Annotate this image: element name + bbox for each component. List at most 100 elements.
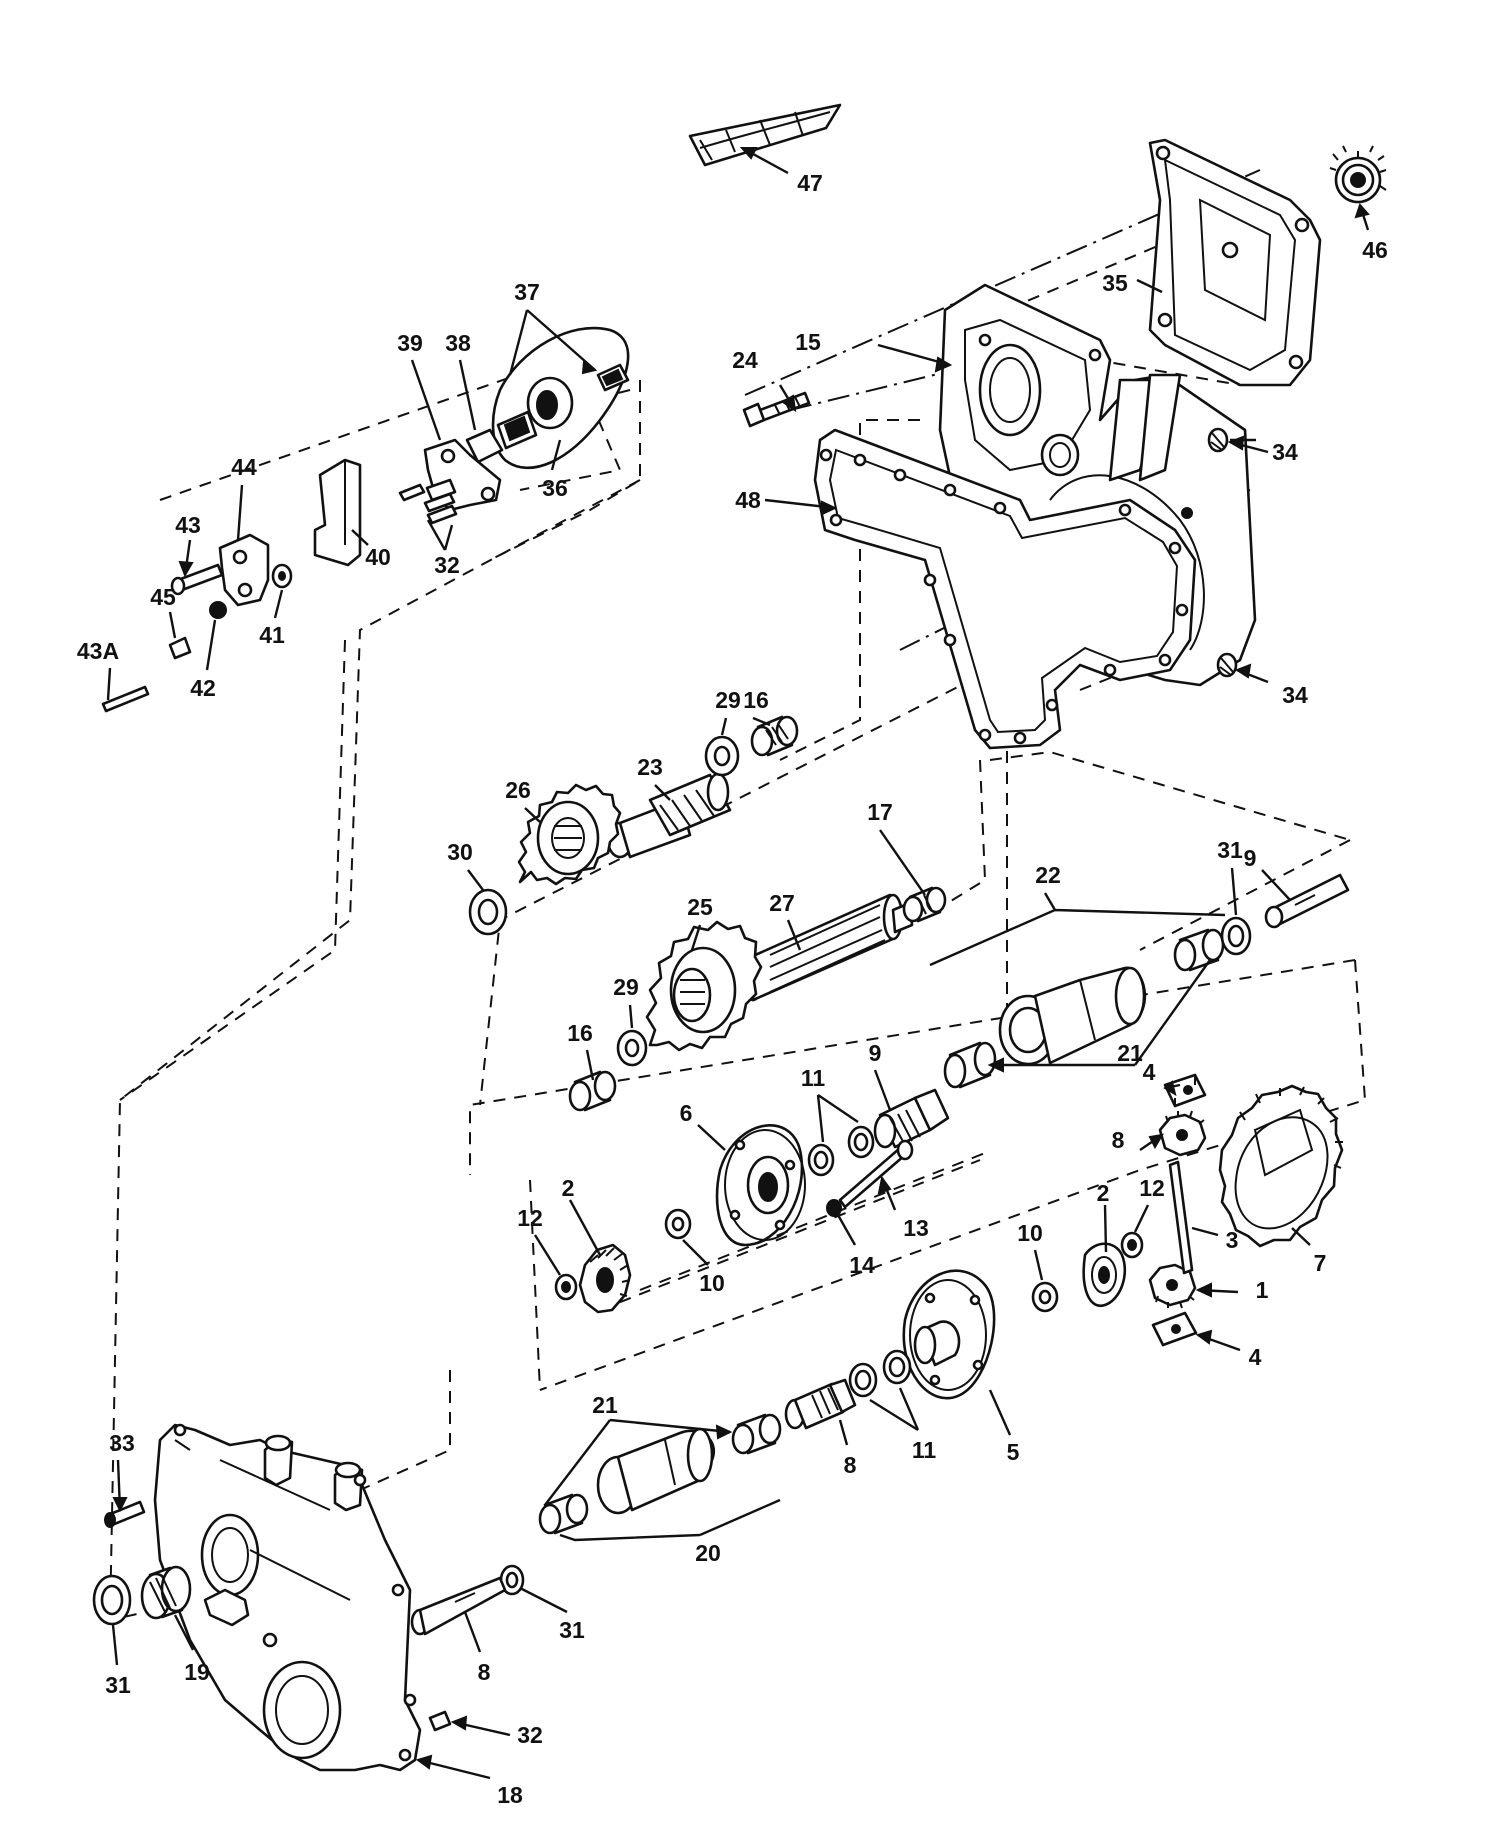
callout-11-lower: 11 bbox=[912, 1437, 937, 1463]
callout-10-right: 10 bbox=[1017, 1220, 1043, 1246]
callout-42: 42 bbox=[190, 675, 216, 701]
callout-38: 38 bbox=[445, 330, 471, 356]
part-14-nut bbox=[826, 1199, 842, 1217]
callout-5: 5 bbox=[1007, 1439, 1020, 1465]
callout-43A: 43A bbox=[77, 638, 119, 664]
callout-4-lower: 4 bbox=[1249, 1344, 1262, 1370]
part-24-bolt bbox=[742, 391, 811, 428]
part-30-washer bbox=[468, 888, 508, 936]
part-11-washer-upper-a bbox=[807, 1143, 835, 1177]
callout-27: 27 bbox=[769, 890, 795, 916]
part-35-housing-cover bbox=[1148, 138, 1322, 387]
callout-9-right: 9 bbox=[1244, 845, 1257, 871]
part-46-small-gear bbox=[1329, 145, 1387, 204]
callout-31-upper-right: 31 bbox=[1217, 837, 1243, 863]
callout-17: 17 bbox=[867, 799, 893, 825]
part-17-bearing bbox=[902, 886, 947, 923]
callout-8-lower: 8 bbox=[844, 1452, 857, 1478]
part-1-pinion-gear-upper bbox=[1158, 1110, 1207, 1157]
part-9-stub-shaft-center bbox=[873, 1088, 950, 1149]
part-1-pinion-gear-lower bbox=[1148, 1263, 1197, 1309]
callout-11-upper: 11 bbox=[801, 1065, 826, 1091]
part-21-bushing-lower-right bbox=[731, 1413, 782, 1455]
leader-lines bbox=[106, 146, 1370, 1780]
part-48-gasket bbox=[813, 428, 1197, 750]
part-11-washer-lower-b bbox=[882, 1349, 912, 1385]
callout-48: 48 bbox=[735, 487, 761, 513]
callout-20: 20 bbox=[695, 1540, 721, 1566]
callout-29-lower: 29 bbox=[613, 974, 639, 1000]
part-11-washer-lower-a bbox=[848, 1362, 878, 1398]
callout-12-left: 12 bbox=[517, 1205, 543, 1231]
part-21-bushing-lower-left bbox=[538, 1493, 589, 1535]
part-45-pin bbox=[168, 636, 192, 660]
part-44-bracket bbox=[218, 533, 270, 607]
part-4-block-lower bbox=[1151, 1311, 1198, 1347]
part-31-washer-upper-right bbox=[1220, 916, 1252, 956]
callout-30: 30 bbox=[447, 839, 473, 865]
callout-26: 26 bbox=[505, 777, 531, 803]
part-3-cross-pin bbox=[1168, 1160, 1194, 1275]
callout-24: 24 bbox=[732, 347, 758, 373]
part-12-washer-left bbox=[554, 1273, 578, 1301]
part-32-dowel-lower bbox=[428, 1710, 452, 1732]
callout-19: 19 bbox=[184, 1659, 210, 1685]
part-10-washer-right bbox=[1031, 1281, 1059, 1313]
callout-41: 41 bbox=[259, 622, 285, 648]
part-47-decal-strip bbox=[688, 103, 842, 167]
part-31-washer-lower-center bbox=[499, 1564, 525, 1596]
callout-36: 36 bbox=[542, 475, 568, 501]
callout-25: 25 bbox=[687, 894, 713, 920]
callout-13: 13 bbox=[903, 1215, 929, 1241]
callout-6: 6 bbox=[680, 1100, 693, 1126]
callout-32-upper: 32 bbox=[434, 552, 460, 578]
callout-14: 14 bbox=[849, 1252, 875, 1278]
part-8-axle-shaft bbox=[410, 1576, 507, 1636]
part-19-needle-bearing bbox=[140, 1565, 192, 1620]
part-26-spur-gear bbox=[517, 783, 622, 886]
part-33-screw bbox=[104, 1500, 146, 1528]
part-36-disc-plate bbox=[491, 326, 630, 470]
part-2-bevel-gear-left bbox=[578, 1243, 632, 1314]
callout-15: 15 bbox=[795, 329, 821, 355]
part-37-pad-left bbox=[496, 410, 538, 450]
callout-18: 18 bbox=[497, 1782, 523, 1808]
part-29-washer-upper bbox=[704, 735, 740, 777]
callout-10-left: 10 bbox=[699, 1270, 725, 1296]
callout-46: 46 bbox=[1362, 237, 1388, 263]
callout-12-right: 12 bbox=[1139, 1175, 1165, 1201]
part-40-plate bbox=[313, 458, 362, 567]
part-32-pins-upper bbox=[398, 483, 458, 525]
part-20-axle-housing bbox=[596, 1427, 715, 1515]
callout-2-right: 2 bbox=[1097, 1180, 1110, 1206]
part-18-main-case bbox=[153, 1423, 422, 1772]
part-13-bolt bbox=[838, 1139, 914, 1209]
part-7-ring-gear bbox=[1218, 1084, 1344, 1248]
callout-22: 22 bbox=[1035, 862, 1061, 888]
callout-34-lower: 34 bbox=[1282, 682, 1308, 708]
part-23-pinion-shaft bbox=[606, 772, 732, 859]
part-12-washer-right bbox=[1120, 1231, 1144, 1259]
part-6-differential-case bbox=[715, 1124, 806, 1247]
callout-16-upper: 16 bbox=[743, 687, 769, 713]
callout-47: 47 bbox=[797, 170, 823, 196]
callout-9-center: 9 bbox=[869, 1040, 882, 1066]
callout-23: 23 bbox=[637, 754, 663, 780]
callout-37: 37 bbox=[514, 279, 540, 305]
callout-1-upper: 8 bbox=[1112, 1127, 1125, 1153]
callout-40: 40 bbox=[365, 544, 391, 570]
part-9-shaft-upper-right bbox=[1264, 873, 1350, 929]
part-34-nut-lower bbox=[1216, 652, 1238, 678]
part-31-seal-lower-left bbox=[92, 1574, 132, 1626]
callout-21-lower: 21 bbox=[592, 1392, 618, 1418]
part-34-nut-upper bbox=[1207, 427, 1229, 453]
part-16-bearing-lower bbox=[568, 1070, 617, 1112]
callout-44: 44 bbox=[231, 454, 257, 480]
callout-16-lower: 16 bbox=[567, 1020, 593, 1046]
part-21-bushing-upper-left bbox=[943, 1041, 997, 1089]
part-11-washer-upper-b bbox=[847, 1125, 875, 1159]
part-38-shim bbox=[465, 428, 504, 464]
part-39-lever-bracket bbox=[423, 438, 502, 512]
part-21-bushing-upper-right bbox=[1173, 928, 1225, 972]
